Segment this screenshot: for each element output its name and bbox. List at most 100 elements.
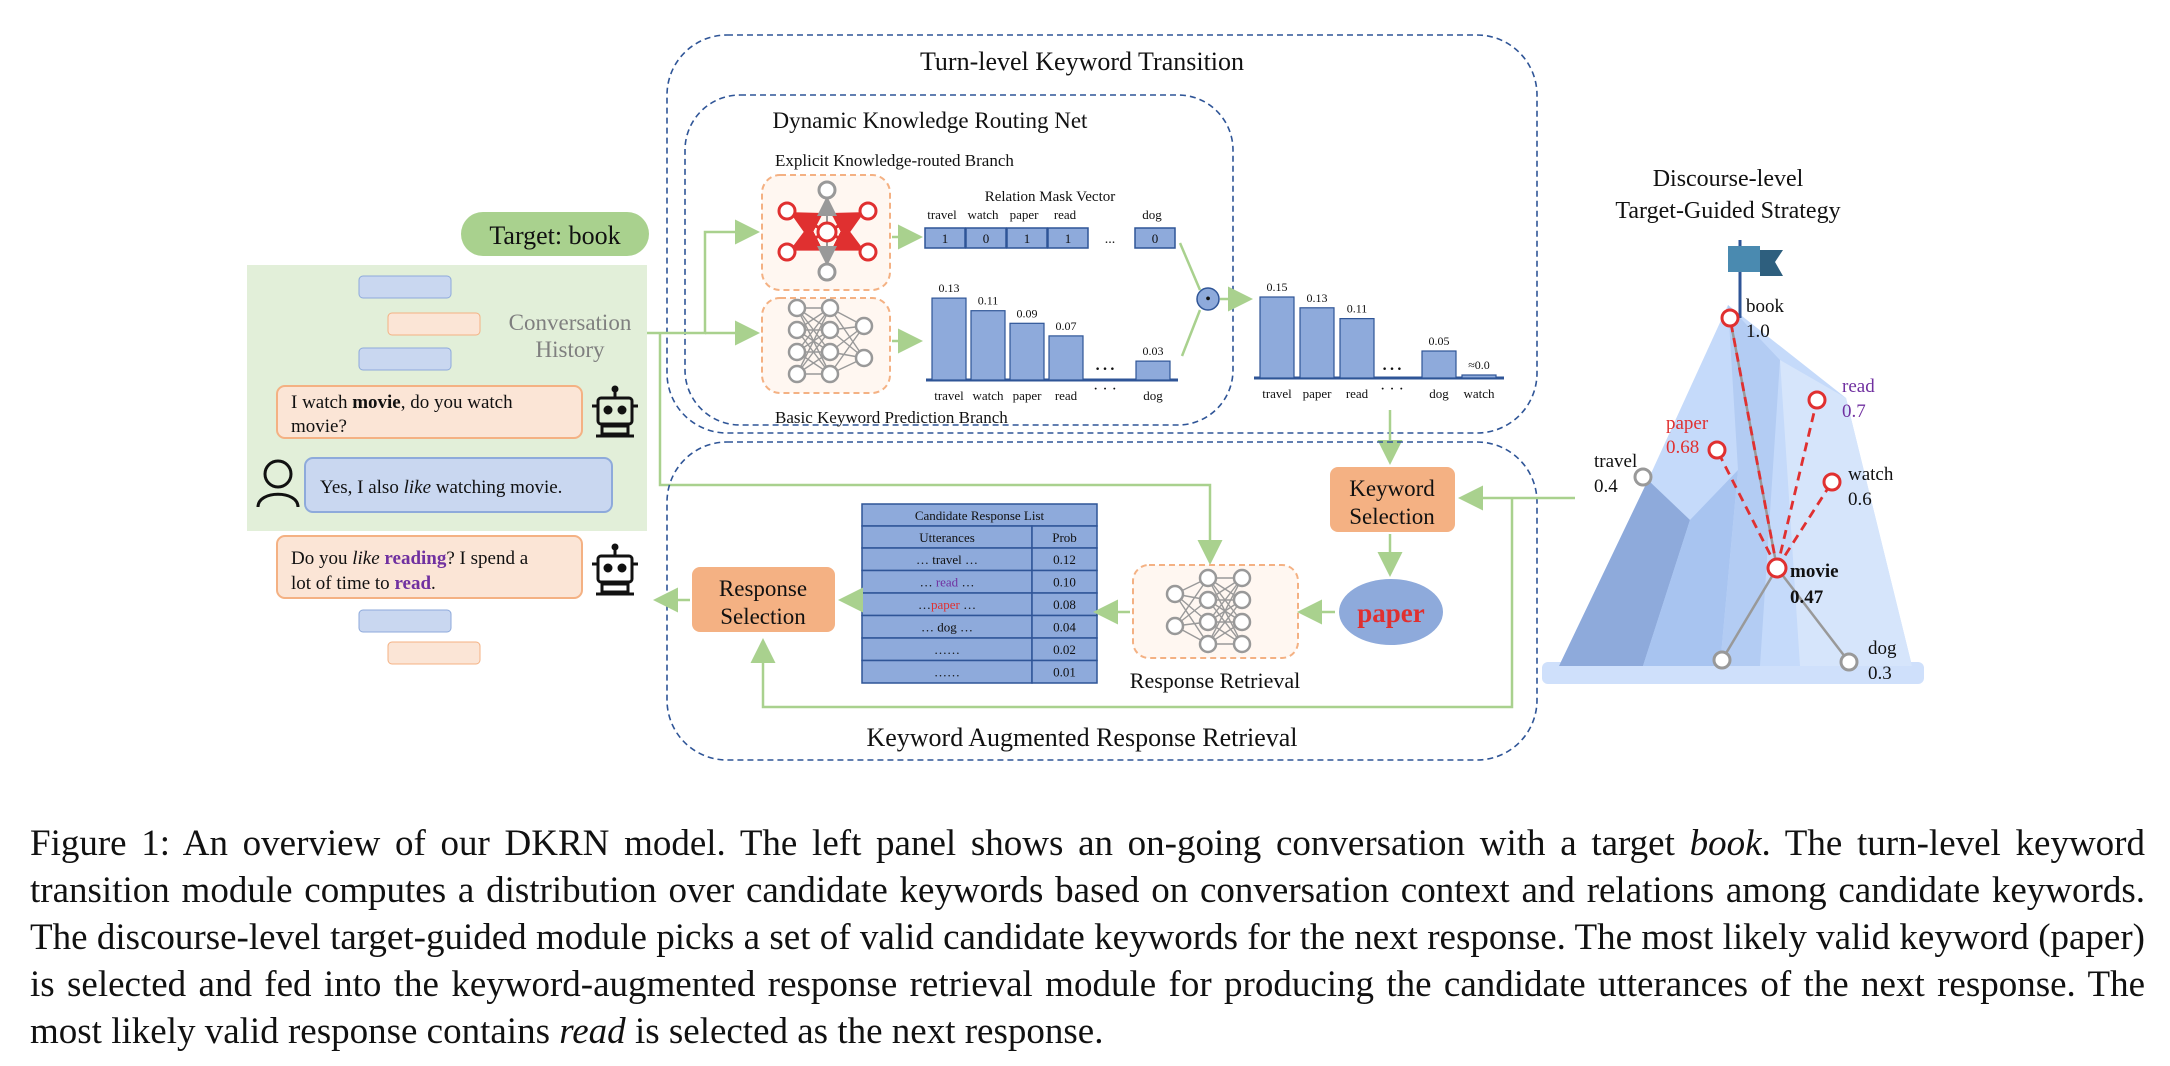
history-label: History [536,337,606,362]
flow-arrows [653,485,1575,709]
retrieval-module [666,441,1538,761]
bar-category-label: watch [972,388,1004,403]
keyword-selection-box [1330,467,1455,532]
retrieval-network [1132,564,1299,659]
message-keyword: like [404,477,431,498]
message-text: Yes, I also [320,477,404,498]
mask-cell [1047,227,1089,249]
message-keyword: like [352,548,379,569]
node-value: 0.47 [1790,587,1824,608]
target-label: Target: book [489,221,620,250]
svg-text:I watch movie, do you watch: I watch movie, do you watch [291,392,513,413]
discourse-title: Discourse-level [1653,166,1804,192]
table-prob: 0.04 [1053,620,1076,635]
table-header: Utterances [919,530,975,545]
message-keyword: reading [384,548,446,569]
bar [1421,350,1457,379]
bar-category-label: dog [1143,388,1163,403]
bar-category-label: read [1055,388,1078,403]
mask-cell [965,227,1007,249]
node-paper [1707,440,1727,460]
bar [1048,335,1084,381]
bar-category-label: paper [1303,386,1333,401]
bar-value-label: 0.15 [1267,280,1288,294]
conversation-panel: Target: book Conversation History I watc… [247,212,649,665]
bar-category-label: watch [1463,386,1495,401]
svg-text:lot of time to read.: lot of time to read. [291,573,436,594]
node-book [1720,308,1740,328]
mask-cell [1134,227,1176,249]
message-text: . [431,573,436,594]
flow-arrows [647,219,1403,565]
node-label: read [1842,376,1875,397]
response-selection-label: Response [719,576,807,601]
history-label: Conversation [509,310,632,335]
keyword-selection-label: Keyword [1349,476,1435,501]
mask-keyword: read [1054,207,1077,222]
keyword-selection-label: Selection [1349,504,1435,529]
bar [1259,296,1295,379]
mask-value: 1 [1065,231,1072,246]
bar-value-label: 0.05 [1429,334,1450,348]
node-label: paper [1666,413,1709,434]
caption-text: Figure 1: An overview of our DKRN model.… [30,823,1690,864]
node-label: movie [1790,561,1839,582]
keyword-distribution-bar-chart: 0.15travel0.13paper0.11read0.05dog≈0.0wa… [1254,280,1504,401]
table-prob: 0.10 [1053,575,1076,590]
table-prob: 0.01 [1053,665,1076,680]
response-selection-box [692,567,835,632]
caption-text: . The turn-level keyword transition modu… [30,823,2145,1052]
selected-keyword-node [1339,579,1443,645]
mask-value: 1 [1024,231,1031,246]
message-text: lot of time to [291,573,394,594]
axis-ellipsis: · · · [1380,381,1404,398]
table-utterance: … travel … [916,552,978,567]
user-avatar-icon [256,459,300,508]
history-bubble [358,347,452,371]
table-header: Prob [1052,530,1077,545]
history-bubble [387,312,481,336]
bar-category-label: travel [1262,386,1292,401]
mask-title: Relation Mask Vector [985,189,1116,205]
node-dog [1839,652,1859,672]
utterance-text: … [958,575,974,590]
utterance-text: … [918,597,931,612]
node-value: 0.4 [1594,476,1618,497]
axis-ellipsis: · · · [1093,381,1117,398]
robot-icon [592,543,638,596]
discourse-title: Target-Guided Strategy [1615,198,1840,224]
basic-branch-label: Basic Keyword Prediction Branch [775,408,1008,427]
bar-value-label: 0.03 [1143,344,1164,358]
table-title: Candidate Response List [915,508,1045,523]
turn-level-module [666,34,1538,434]
bar [970,310,1006,381]
basic-keyword-bar-chart: 0.13travel0.11watch0.09paper0.07read0.03… [926,281,1178,403]
utterance-text: … [960,597,976,612]
mask-value: 0 [983,231,990,246]
message-text: movie? [291,416,347,437]
user-message [304,457,613,513]
figure-caption: Figure 1: An overview of our DKRN model.… [30,820,2145,1055]
node-label: book [1746,296,1785,317]
bar [1009,322,1045,381]
mask-keyword: paper [1010,207,1040,222]
robot-icon [592,385,638,438]
dkrn-overview-figure: Target: book Conversation History I watc… [247,34,1924,761]
mask-value: 1 [942,231,949,246]
explicit-branch-label: Explicit Knowledge-routed Branch [775,151,1014,170]
bar [1339,318,1375,379]
caption-italic: read [559,1011,626,1052]
message-text: , do you watch [401,392,513,413]
node-label: watch [1848,464,1894,485]
node-label: travel [1594,451,1637,472]
node-value: 0.3 [1868,663,1892,684]
utterance-text: … dog … [921,620,973,635]
relation-mask-vector: Relation Mask Vector travel1watch0paper1… [924,189,1176,249]
message-text: I watch [291,392,352,413]
node-value: 0.7 [1842,401,1866,422]
bar [1135,360,1171,381]
bar-category-label: paper [1013,388,1043,403]
node-read [1807,390,1827,410]
table-utterance: …paper … [918,597,976,612]
